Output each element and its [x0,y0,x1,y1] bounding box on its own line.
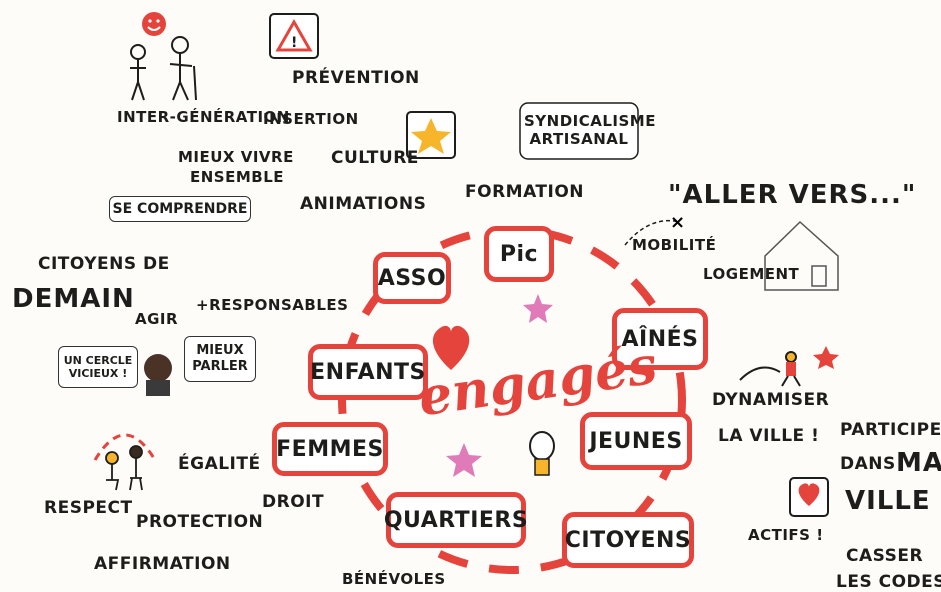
bubble-quartiers: QUARTIERS [383,492,529,548]
bubble-enfants: ENFANTS [308,344,428,400]
people-intergeneration-icon [130,36,197,101]
label-cercle-vicieux: UN CERCLE VICIEUX ! [58,346,138,388]
label-ville: VILLE ! [845,486,941,516]
label-formation: FORMATION [465,182,585,202]
bubble-quartiers-label: QUARTIERS [383,507,529,533]
bubble-jeunes-label: JEUNES [589,428,683,454]
label-les-codes: LES CODES [836,572,941,592]
label-actifs: ACTIFS ! [748,526,824,544]
label-benevoles: BÉNÉVOLES [342,570,446,588]
bubble-enfants-label: ENFANTS [310,359,426,385]
label-citoyens-de: CITOYENS DE [38,254,170,274]
label-protection: PROTECTION [136,512,264,532]
people-equality-icon [105,445,143,491]
label-se-comprendre: SE COMPRENDRE [109,196,251,222]
label-logement: LOGEMENT [703,265,800,283]
label-egalite: ÉGALITÉ [178,454,261,474]
heart-icon [432,325,470,370]
label-insertion: INSERTION [263,110,359,128]
label-animations: ANIMATIONS [300,194,427,214]
label-inter-generation: INTER-GÉNÉRATION [117,108,290,126]
label-la-ville: LA VILLE ! [718,426,820,446]
lightbulb-icon [529,431,555,476]
bubble-asso-label: ASSO [377,265,447,291]
label-dynamiser: DYNAMISER [712,390,830,410]
label-ma: MA [896,448,941,478]
label-casser: CASSER [846,546,924,566]
label-agir: AGIR [135,310,179,328]
smiley-icon [142,12,166,36]
label-aller-vers: "ALLER VERS..." [668,180,917,210]
bubble-jeunes: JEUNES [580,412,692,470]
label-mieux-vivre-2: ENSEMBLE [190,168,285,186]
label-mieux-parler: MIEUX PARLER [184,336,256,382]
label-droit: DROIT [262,492,325,512]
svg-text:!: ! [291,35,297,51]
bubble-femmes: FEMMES [272,422,388,476]
label-dans: DANS [840,454,896,474]
bubble-citoyens: CITOYENS [562,512,694,568]
bubble-pic: Pic [484,226,554,282]
svg-text:×: × [670,212,685,233]
label-syndicalisme: SYNDICALISME ARTISANAL [524,112,656,148]
label-participer: PARTICIPER [840,420,941,440]
label-mobilite: MOBILITÉ [632,236,717,254]
runner-icon [739,351,801,387]
house-icon [764,220,839,291]
star-icon [406,111,456,159]
label-mieux-vivre-1: MIEUX VIVRE [178,148,294,166]
bubble-citoyens-label: CITOYENS [564,527,692,553]
label-affirmation: AFFIRMATION [94,554,231,574]
label-responsables: +RESPONSABLES [196,296,349,314]
label-demain: DEMAIN [12,284,135,314]
bubble-aines: AÎNÉS [612,308,708,370]
bubble-aines-label: AÎNÉS [621,326,699,352]
label-respect: RESPECT [44,498,133,518]
label-culture: CULTURE [331,148,419,168]
person-speaker-icon [144,354,172,396]
warning-icon: ! [269,13,319,59]
bubble-pic-label: Pic [499,241,539,267]
label-prevention: PRÉVENTION [292,68,420,88]
bubble-asso: ASSO [373,252,451,304]
bubble-femmes-label: FEMMES [276,436,384,462]
